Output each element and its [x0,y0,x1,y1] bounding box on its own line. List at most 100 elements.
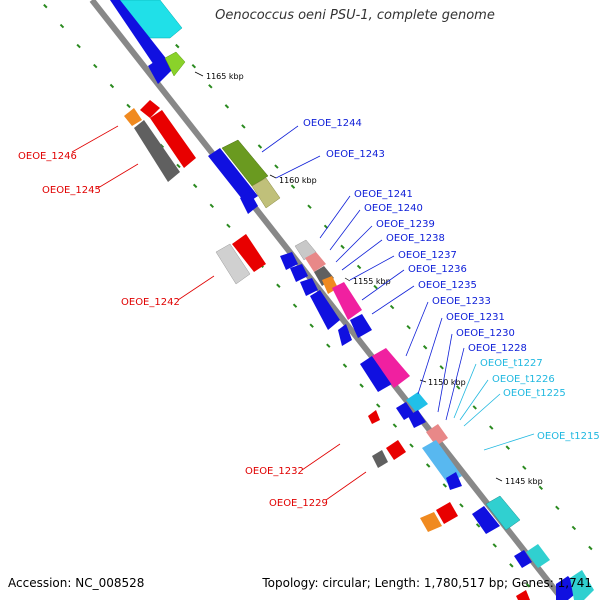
tick-mark [276,283,281,288]
gene-blue-b[interactable] [290,264,308,282]
gene-t1227[interactable] [426,424,448,446]
gene-1240[interactable] [305,252,326,272]
tick-mark [191,64,197,69]
label-1236[interactable]: OEOE_1236 [408,264,467,275]
tick-mark [406,324,411,330]
leader-1235 [371,285,415,315]
label-1228[interactable]: OEOE_1228 [468,343,527,354]
label-1246[interactable]: OEOE_1246 [18,151,77,162]
kbp-label-1150: 1150 kbp [428,378,466,387]
gene-features[interactable] [110,0,594,600]
tick-mark [522,465,527,470]
gene-blue-e[interactable] [338,324,352,346]
label-1245[interactable]: OEOE_1245 [42,185,101,196]
gene-1244-blue[interactable] [208,148,258,204]
leader-t1225 [463,393,501,427]
gene-red-low[interactable] [436,502,458,524]
gene-1243-blue[interactable] [240,192,258,214]
gene-blue-a[interactable] [280,252,298,270]
gene-1245-red[interactable] [150,110,196,168]
kbp-tick-1145 [495,477,503,482]
gene-1228[interactable] [408,410,426,428]
gene-t1215[interactable] [446,472,462,490]
gene-1242-gray[interactable] [215,243,251,285]
kbp-label-1165: 1165 kbp [206,72,244,81]
genome-title-text: Oenococcus oeni PSU-1, complete genome [215,8,495,23]
tick-mark [442,483,448,488]
leader-1233 [405,301,429,357]
label-1239[interactable]: OEOE_1239 [376,219,435,230]
label-1242[interactable]: OEOE_1242 [121,297,180,308]
tick-mark [505,445,510,450]
tick-mark [389,304,395,310]
gene-1245[interactable] [134,120,180,182]
gene-1235[interactable] [350,314,372,338]
gene-blue-c[interactable] [300,278,318,296]
gene-cyan-f[interactable] [485,495,521,531]
tick-mark [376,403,381,408]
label-t1226[interactable]: OEOE_t1226 [492,374,555,385]
label-1230[interactable]: OEOE_1230 [456,328,515,339]
label-1243[interactable]: OEOE_1243 [326,149,385,160]
leader-1232 [301,443,341,471]
gene-orange-low[interactable] [420,512,442,532]
tick-mark [175,43,180,49]
leader-1244 [261,125,299,153]
label-1232[interactable]: OEOE_1232 [245,466,304,477]
label-1241[interactable]: OEOE_1241 [354,189,413,200]
gene-cyan-g[interactable] [526,544,550,568]
gene-blue-f[interactable] [472,506,500,534]
leader-1246 [71,125,119,153]
kbp-label-1155: 1155 kbp [353,277,391,286]
kbp-scale: 1165 kbp 1160 kbp 1155 kbp 1150 kbp 1145… [194,71,543,486]
leader-1230 [437,333,453,413]
tick-mark [292,303,298,308]
gene-1244[interactable] [221,139,269,187]
gene-cyan-h[interactable] [570,570,594,600]
leader-1228 [445,347,465,421]
leader-1229 [325,471,367,501]
leader-t1227 [453,363,477,419]
gene-green-top[interactable] [164,51,186,77]
kbp-tick-1165 [194,71,204,77]
label-1235[interactable]: OEOE_1235 [418,280,477,291]
tick-mark [392,423,398,428]
tick-mark [290,184,296,189]
gene-blue-g[interactable] [514,550,532,568]
genome-stats-text: Topology: circular; Length: 1,780,517 bp… [262,576,592,590]
gene-1243[interactable] [251,177,281,209]
gene-1233[interactable] [360,356,392,392]
gene-blue-d[interactable] [310,290,340,330]
gene-red-bottom[interactable] [516,590,530,600]
label-1231[interactable]: OEOE_1231 [446,312,505,323]
gene-blue-top[interactable] [110,0,172,74]
gene-1246-red[interactable] [140,100,160,118]
label-t1227[interactable]: OEOE_t1227 [480,358,543,369]
label-1238[interactable]: OEOE_1238 [386,233,445,244]
tick-mark [538,485,544,490]
gene-1233-pink[interactable] [372,348,410,388]
leader-1241 [319,195,351,239]
tick-mark [209,203,214,209]
gene-1232[interactable] [372,450,388,468]
left-labels: OEOE_1246 OEOE_1245 OEOE_1242 OEOE_1232 … [18,125,367,509]
tick-mark [588,545,593,551]
label-t1225[interactable]: OEOE_t1225 [503,388,566,399]
gene-1230[interactable] [406,392,428,412]
label-t1215[interactable]: OEOE_t1215 [537,431,600,442]
label-1229[interactable]: OEOE_1229 [269,498,328,509]
label-1237[interactable]: OEOE_1237 [398,250,457,261]
label-1240[interactable]: OEOE_1240 [364,203,423,214]
gene-1236[interactable] [332,282,362,320]
gene-1246[interactable] [124,108,142,126]
gene-blue-top-2[interactable] [148,58,172,84]
tick-mark [93,63,98,69]
gene-red-small[interactable] [368,410,380,424]
label-1244[interactable]: OEOE_1244 [303,118,362,129]
label-1233[interactable]: OEOE_1233 [432,296,491,307]
gene-1229[interactable] [386,440,406,460]
tick-mark [472,405,477,410]
gene-1242[interactable] [232,234,266,272]
gene-t1226[interactable] [422,440,462,484]
